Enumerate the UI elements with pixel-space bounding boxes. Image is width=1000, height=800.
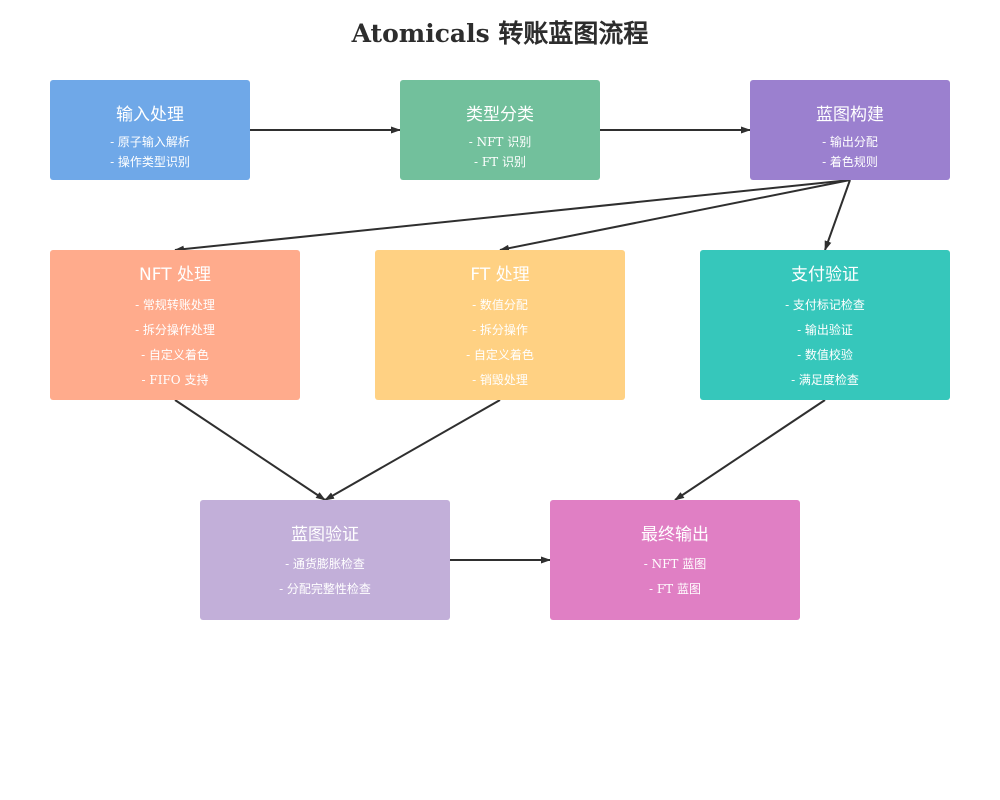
node-ft-processing: FT 处理 - 数值分配 - 拆分操作 - 自定义着色 - 销毁处理 (375, 250, 625, 400)
node-blueprint-verification: 蓝图验证 - 通货膨胀检查 - 分配完整性检查 (200, 500, 450, 620)
node-title: 输入处理 (116, 105, 184, 125)
edge-ft-to-verify (324, 399, 501, 501)
node-input-processing: 输入处理 - 原子输入解析 - 操作类型识别 (50, 80, 250, 180)
node-detail: - 输出分配 (822, 135, 878, 149)
node-detail: - 输出验证 (797, 323, 853, 337)
node-title: FT 处理 (470, 265, 530, 285)
diagram-title: Atomicals 转账蓝图流程 (351, 19, 649, 48)
node-detail: - 操作类型识别 (110, 155, 190, 169)
node-detail: - 支付标记检查 (785, 298, 865, 312)
node-title: 类型分类 (466, 105, 534, 125)
node-title: NFT 处理 (139, 265, 211, 285)
node-detail: - 原子输入解析 (110, 135, 190, 149)
edge-build-to-pay (824, 179, 851, 251)
node-blueprint-build: 蓝图构建 - 输出分配 - 着色规则 (750, 80, 950, 180)
node-detail: - FT 识别 (473, 155, 526, 169)
node-title: 最终输出 (641, 525, 709, 545)
node-detail: - 自定义着色 (141, 348, 209, 362)
edge-build-to-nft (174, 179, 851, 253)
node-detail: - 满足度检查 (791, 373, 859, 387)
node-title: 支付验证 (791, 265, 859, 285)
node-final-output: 最终输出 - NFT 蓝图 - FT 蓝图 (550, 500, 800, 620)
node-nft-processing: NFT 处理 - 常规转账处理 - 拆分操作处理 - 自定义着色 - FIFO … (50, 250, 300, 400)
node-detail: - 数值分配 (472, 298, 528, 312)
node-detail: - NFT 识别 (468, 135, 532, 149)
node-detail: - 常规转账处理 (135, 298, 215, 312)
edge-nft-to-verify (174, 399, 326, 501)
node-detail: - 销毁处理 (472, 373, 528, 387)
node-title: 蓝图构建 (816, 105, 884, 125)
node-detail: - NFT 蓝图 (643, 557, 707, 571)
node-detail: - 通货膨胀检查 (285, 557, 365, 571)
node-detail: - FT 蓝图 (648, 582, 701, 596)
node-detail: - 自定义着色 (466, 348, 534, 362)
node-detail: - 拆分操作 (472, 323, 528, 337)
node-title: 蓝图验证 (291, 525, 359, 545)
node-type-classification: 类型分类 - NFT 识别 - FT 识别 (400, 80, 600, 180)
node-detail: - FIFO 支持 (141, 373, 209, 387)
node-detail: - 着色规则 (822, 155, 878, 169)
edge-pay-to-final (674, 399, 826, 501)
node-detail: - 数值校验 (797, 348, 853, 362)
node-payment-verification: 支付验证 - 支付标记检查 - 输出验证 - 数值校验 - 满足度检查 (700, 250, 950, 400)
node-detail: - 分配完整性检查 (279, 582, 371, 596)
node-detail: - 拆分操作处理 (135, 323, 215, 337)
edge-build-to-ft (499, 179, 851, 252)
